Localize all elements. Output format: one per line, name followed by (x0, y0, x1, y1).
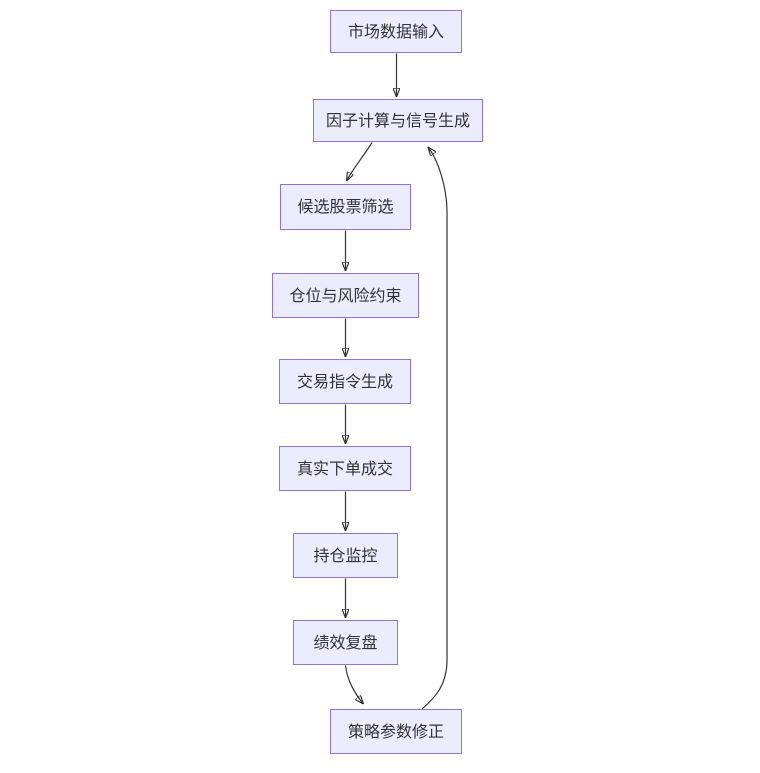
edge-param-fix-feedback-to-signal-gen (421, 147, 448, 710)
node-real-order-execution: 真实下单成交 (279, 446, 411, 491)
node-label: 交易指令生成 (296, 371, 393, 391)
node-strategy-parameter-correction: 策略参数修正 (330, 709, 462, 754)
edge-signal-gen-to-stock-screen (347, 142, 373, 182)
node-market-data-input: 市场数据输入 (330, 10, 462, 53)
node-label: 因子计算与信号生成 (325, 110, 470, 130)
node-candidate-stock-screening: 候选股票筛选 (280, 184, 411, 230)
node-label: 真实下单成交 (296, 458, 393, 478)
node-label: 持仓监控 (313, 545, 378, 565)
node-label: 绩效复盘 (313, 632, 378, 652)
node-trade-order-generation: 交易指令生成 (279, 359, 411, 404)
node-position-risk-constraint: 仓位与风险约束 (272, 273, 419, 318)
node-label: 市场数据输入 (347, 21, 444, 41)
edge-review-to-param-fix (344, 665, 364, 705)
node-position-monitoring: 持仓监控 (293, 533, 398, 578)
node-performance-review: 绩效复盘 (293, 620, 398, 665)
node-label: 仓位与风险约束 (289, 285, 402, 305)
node-label: 策略参数修正 (347, 721, 444, 741)
node-factor-signal-generation: 因子计算与信号生成 (313, 99, 483, 142)
node-label: 候选股票筛选 (297, 197, 394, 216)
